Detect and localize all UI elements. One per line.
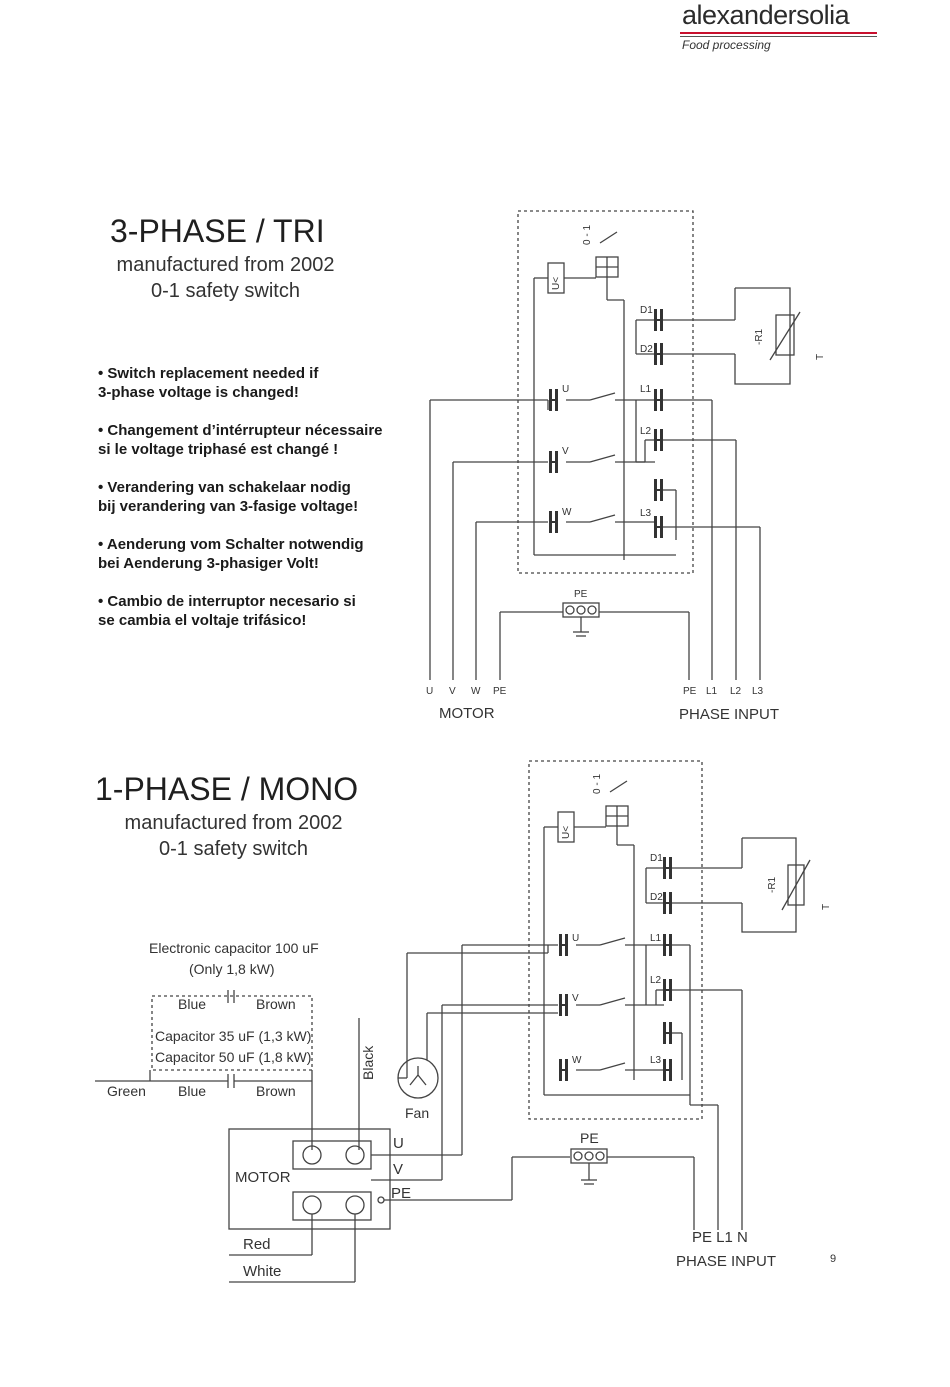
- mono-bottom-right: PE L1 N: [692, 1229, 748, 1246]
- cap-electronic-label: Electronic capacitor 100 uF: [149, 940, 319, 956]
- motor-u-label: U: [393, 1135, 404, 1152]
- tri-bottom-l2: L2: [730, 686, 742, 697]
- motor-v-label: V: [393, 1161, 403, 1178]
- page-number: 9: [830, 1253, 837, 1265]
- brand-underline-red: [680, 32, 877, 34]
- mono-subtitle-2: 0-1 safety switch: [159, 838, 308, 860]
- tri-r1-resistor: [775, 314, 795, 356]
- mono-r1-label: -R1: [767, 876, 778, 893]
- mono-l2-label: L2: [650, 975, 662, 986]
- mono-v-label: V: [572, 993, 579, 1004]
- tri-bottom-u: U: [426, 686, 433, 697]
- cap-blue-top-label: Blue: [178, 996, 206, 1012]
- cap35-label: Capacitor 35 uF (1,3 kW): [155, 1028, 311, 1044]
- tri-l2-label: L2: [640, 426, 652, 437]
- mono-w-label: W: [572, 1055, 582, 1066]
- mono-uv-label: U<: [561, 826, 572, 839]
- mono-r1-resistor: [787, 864, 805, 906]
- tri-l1-label: L1: [640, 384, 652, 395]
- cap-only-label: (Only 1,8 kW): [189, 961, 275, 977]
- tri-bottom-pe: PE: [493, 686, 507, 697]
- wire-red-label: Red: [243, 1236, 271, 1253]
- fan-label: Fan: [405, 1105, 429, 1121]
- tri-bottom-v: V: [449, 686, 456, 697]
- tri-bottom-l1: L1: [706, 686, 718, 697]
- wire-blue-label: Blue: [178, 1083, 206, 1099]
- mono-d1-label: D1: [650, 853, 663, 864]
- mono-labels: 0 - 1 U< D1 D2 -R1 T U V W L1 L2 L3 PE E…: [107, 774, 832, 1280]
- tri-pe-label: PE: [574, 589, 588, 600]
- tri-bottom-pe-in: PE: [683, 686, 697, 697]
- tri-bottom-l3: L3: [752, 686, 764, 697]
- mono-contacts: [558, 856, 673, 1082]
- mono-subtitle-1: manufactured from 2002: [124, 812, 343, 834]
- tri-subtitle-1: manufactured from 2002: [116, 254, 335, 276]
- tri-phase-input-label: PHASE INPUT: [679, 706, 779, 723]
- tri-u-label: U: [562, 384, 569, 395]
- tri-subtitle-2: 0-1 safety switch: [151, 280, 300, 302]
- tri-d1-label: D1: [640, 305, 653, 316]
- mono-title: 1-PHASE / MONO: [95, 771, 359, 807]
- tri-w-label: W: [562, 507, 572, 518]
- wire-white-label: White: [243, 1263, 281, 1280]
- wire-brown-label: Brown: [256, 1083, 296, 1099]
- motor-terminal-bottom: [292, 1191, 372, 1221]
- wire-green-label: Green: [107, 1083, 146, 1099]
- tri-v-label: V: [562, 446, 569, 457]
- mono-t-label: T: [821, 904, 832, 910]
- mono-phase-input-label: PHASE INPUT: [676, 1253, 776, 1270]
- tri-l3-label: L3: [640, 508, 652, 519]
- motor-label: MOTOR: [235, 1169, 291, 1186]
- tri-d2-label: D2: [640, 344, 653, 355]
- cap-brown-top-label: Brown: [256, 996, 296, 1012]
- tri-switch-housing: [517, 210, 694, 574]
- mono-diagram: [95, 760, 811, 1283]
- mono-switch-label: 0 - 1: [592, 774, 603, 794]
- tri-labels: 0 - 1 U< D1 D2 -R1 T U V W L1 L2 L3 PE U…: [426, 225, 826, 723]
- tri-diagram: [429, 210, 801, 680]
- tri-r1-label: -R1: [754, 328, 765, 345]
- tri-bottom-w: W: [471, 686, 481, 697]
- tri-thermal-loop: [734, 287, 791, 385]
- tri-switch-label: 0 - 1: [582, 225, 593, 245]
- tri-motor-label: MOTOR: [439, 705, 495, 722]
- mono-l1-label: L1: [650, 933, 662, 944]
- tri-title: 3-PHASE / TRI: [110, 213, 325, 249]
- mono-pe-label: PE: [580, 1130, 599, 1146]
- mono-switch-housing: [528, 760, 703, 1120]
- mono-u-label: U: [572, 933, 579, 944]
- wire-black-label: Black: [360, 1045, 376, 1080]
- mono-l3-label: L3: [650, 1055, 662, 1066]
- tri-pe-terminal: [562, 602, 600, 618]
- motor-box: [228, 1128, 391, 1230]
- tri-t-label: T: [815, 354, 826, 360]
- tri-uv-label: U<: [551, 277, 562, 290]
- cap50-label: Capacitor 50 uF (1,8 kW): [155, 1049, 311, 1065]
- mono-d2-label: D2: [650, 892, 663, 903]
- mono-pe-terminal: [570, 1148, 608, 1164]
- motor-pe-label: PE: [391, 1185, 411, 1202]
- brand-tagline: Food processing: [682, 38, 771, 52]
- brand-underline-grey: [680, 36, 877, 37]
- capacitor-box: [151, 995, 313, 1071]
- brand-logo: alexandersolia: [682, 0, 850, 30]
